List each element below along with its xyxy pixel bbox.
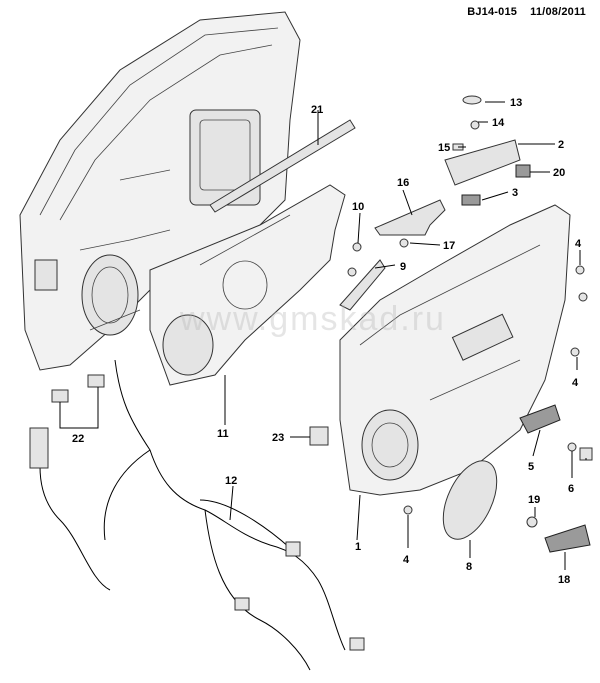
clip-22a bbox=[51, 389, 69, 403]
clip-23 bbox=[309, 426, 329, 446]
doc-date: 11/08/2011 bbox=[530, 6, 586, 18]
callout-20: 20 bbox=[553, 167, 565, 179]
callout-1: 1 bbox=[355, 541, 361, 553]
callout-13: 13 bbox=[510, 97, 522, 109]
callout-14: 14 bbox=[492, 117, 505, 129]
callout-16: 16 bbox=[397, 177, 409, 189]
callout-22: 22 bbox=[72, 433, 84, 445]
washer bbox=[526, 516, 538, 528]
callout-17: 17 bbox=[443, 240, 455, 252]
callout-23: 23 bbox=[272, 432, 284, 444]
callout-2: 2 bbox=[558, 139, 564, 151]
door-frame bbox=[19, 11, 301, 371]
pull-handle bbox=[544, 524, 591, 553]
callout-15: 15 bbox=[438, 142, 450, 154]
callout-11: 11 bbox=[217, 428, 229, 440]
screw-14 bbox=[470, 120, 480, 130]
connector-a bbox=[285, 541, 301, 557]
lock-switch bbox=[515, 164, 531, 178]
callout-21: 21 bbox=[311, 104, 323, 116]
leader-lines bbox=[59, 101, 587, 570]
callout-4a: 4 bbox=[575, 238, 582, 250]
wiring-harness bbox=[29, 359, 365, 671]
deflector-panel bbox=[149, 184, 346, 386]
callouts: 1 2 3 4 4 4 5 6 8 9 10 11 12 13 14 15 16… bbox=[72, 97, 582, 586]
callout-9: 9 bbox=[400, 261, 406, 273]
doc-id: BJ14-015 bbox=[467, 6, 518, 18]
window-switch-panel bbox=[444, 139, 521, 186]
plug-cap bbox=[462, 95, 482, 105]
inside-handle bbox=[519, 404, 561, 434]
callout-4c: 4 bbox=[403, 554, 410, 566]
callout-10: 10 bbox=[352, 201, 364, 213]
diagram-header: BJ14-015 11/08/2011 bbox=[467, 6, 586, 18]
callout-19: 19 bbox=[528, 494, 540, 506]
connector-c bbox=[234, 597, 250, 611]
mirror-switch bbox=[461, 194, 481, 206]
callout-3: 3 bbox=[512, 187, 518, 199]
door-trim-panel bbox=[339, 204, 571, 496]
callout-6: 6 bbox=[568, 483, 574, 495]
callout-5: 5 bbox=[528, 461, 534, 473]
callout-18: 18 bbox=[558, 574, 570, 586]
speaker-grille bbox=[442, 460, 498, 540]
callout-4b: 4 bbox=[572, 377, 579, 389]
clip-22b bbox=[87, 374, 105, 388]
mirror-trim bbox=[339, 259, 386, 311]
watermark: www.gmskad.ru bbox=[180, 300, 446, 338]
callout-8: 8 bbox=[466, 561, 472, 573]
callout-12: 12 bbox=[225, 475, 237, 487]
connector-b bbox=[349, 637, 365, 651]
bracket bbox=[374, 199, 446, 236]
connector-left bbox=[29, 427, 49, 469]
belt-strip bbox=[209, 119, 356, 213]
